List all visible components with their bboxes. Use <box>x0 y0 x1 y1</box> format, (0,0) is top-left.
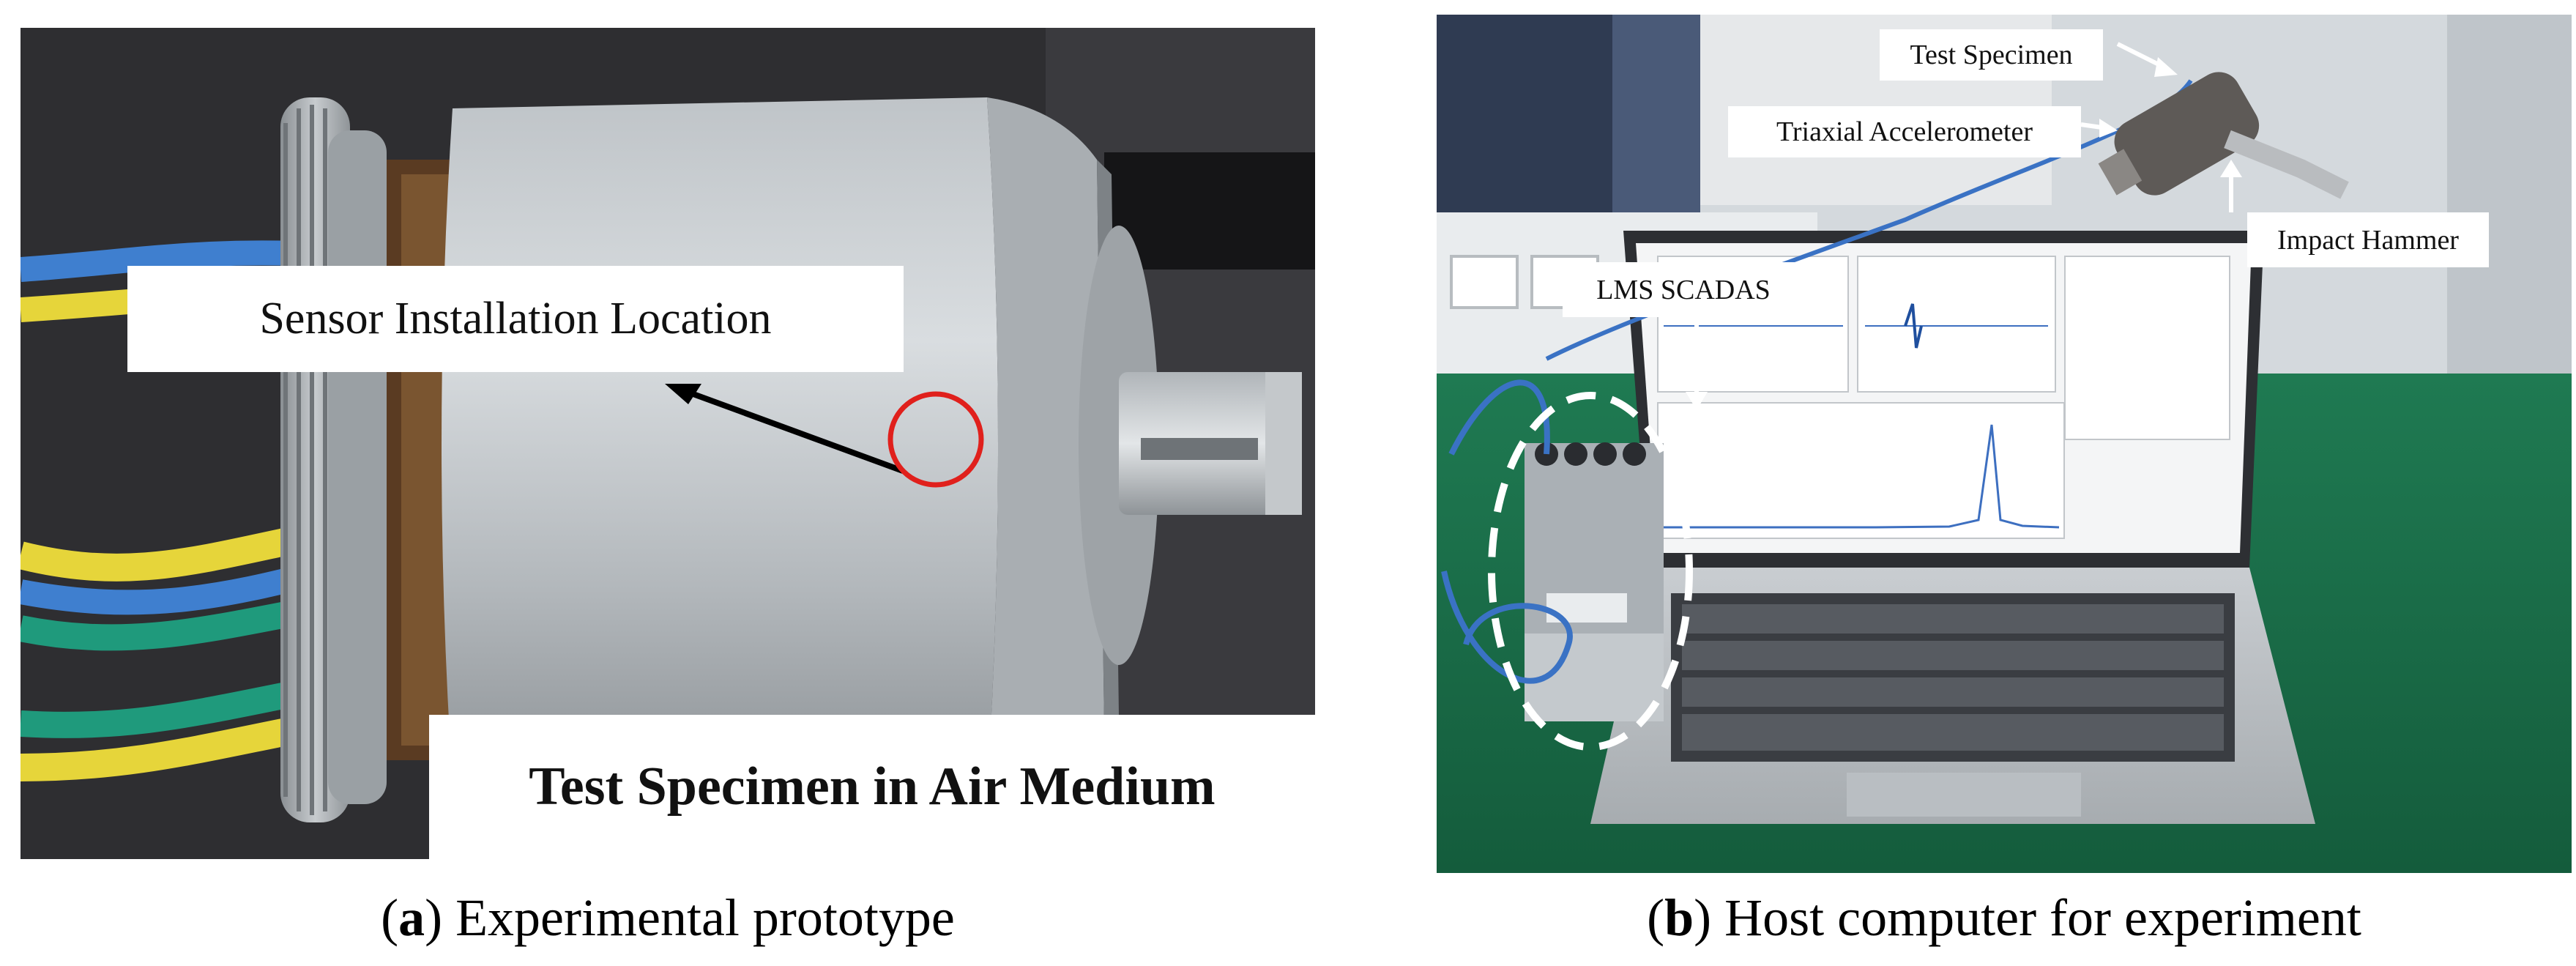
scadas-highlight-ellipse <box>1488 392 1693 751</box>
caption-a-letter: a <box>398 888 425 947</box>
annotation-arrow <box>682 387 904 474</box>
sensor-location-marker <box>887 391 984 488</box>
sensor-installation-label-text: Sensor Installation Location <box>259 294 772 343</box>
caption-a: (a) Experimental prototype <box>381 888 955 947</box>
lms-scadas-label: LMS SCADAS <box>1563 262 1804 317</box>
sensor-installation-label: Sensor Installation Location <box>127 266 904 372</box>
test-specimen-label: Test Specimen <box>1880 29 2103 81</box>
caption-b-letter: b <box>1664 888 1694 947</box>
caption-b: (b) Host computer for experiment <box>1647 888 2361 947</box>
triaxial-accelerometer-label-text: Triaxial Accelerometer <box>1776 116 2033 147</box>
prototype-photo-panel: Sensor Installation Location Test Specim… <box>21 28 1315 859</box>
air-medium-label-text: Test Specimen in Air Medium <box>529 757 1216 817</box>
lms-scadas-label-text: LMS SCADAS <box>1596 274 1771 305</box>
impact-hammer-label-text: Impact Hammer <box>2277 224 2459 256</box>
impact-hammer-label: Impact Hammer <box>2247 212 2489 267</box>
test-specimen-label-text: Test Specimen <box>1910 40 2073 70</box>
caption-b-text: Host computer for experiment <box>1711 888 2361 947</box>
arrow-head <box>665 384 701 404</box>
air-medium-label: Test Specimen in Air Medium <box>429 715 1315 859</box>
host-computer-photo-panel: Test Specimen Triaxial Accelerometer Imp… <box>1437 15 2572 873</box>
caption-a-text: Experimental prototype <box>442 888 955 947</box>
triaxial-accelerometer-label: Triaxial Accelerometer <box>1728 106 2081 157</box>
